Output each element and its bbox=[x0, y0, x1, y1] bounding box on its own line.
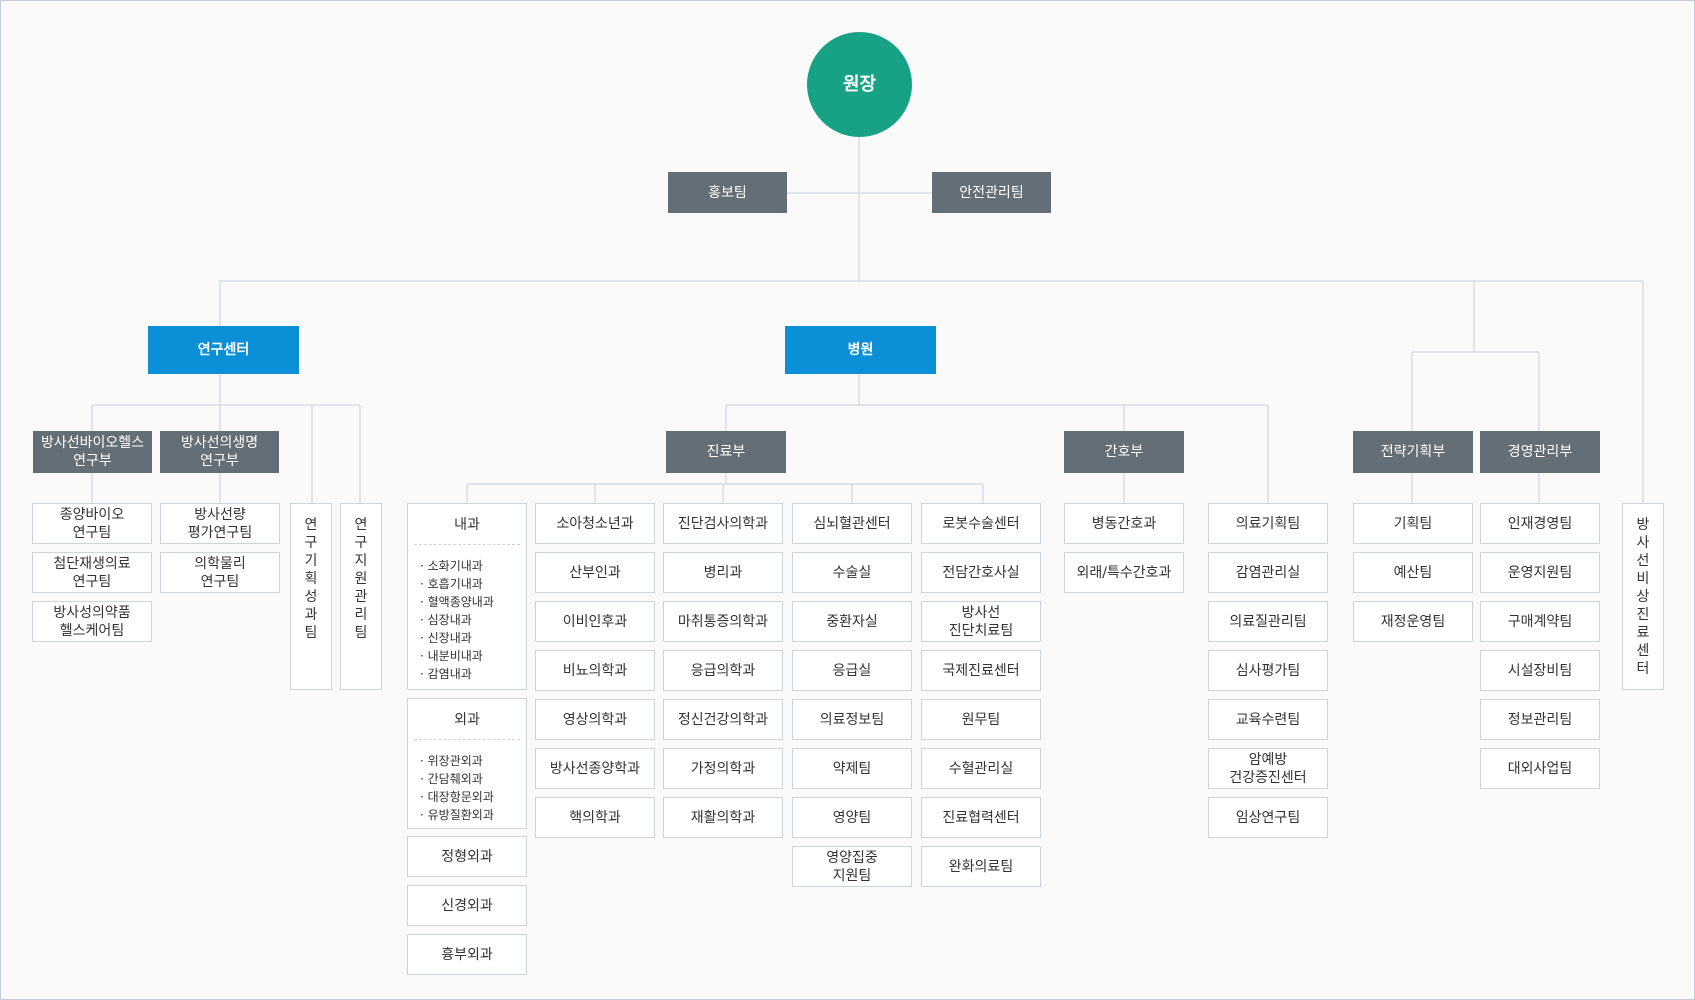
hospital-team: 의료질관리팀 bbox=[1208, 601, 1328, 642]
strategy-team: 재정운영팀 bbox=[1353, 601, 1473, 642]
staff-node-pr-team: 홍보팀 bbox=[668, 172, 787, 213]
hospital-team: 심사평가팀 bbox=[1208, 650, 1328, 691]
group-list-item: · 유방질환외과 bbox=[420, 808, 494, 822]
dept-medical-care: 진료부 bbox=[666, 431, 786, 473]
hospital-team: 의료기획팀 bbox=[1208, 503, 1328, 544]
group-list-item: · 심장내과 bbox=[420, 613, 472, 627]
group-list-item: · 감염내과 bbox=[420, 667, 472, 681]
dept-radiation-biomedical: 방사선의생명 연구부 bbox=[160, 431, 279, 473]
hospital-team: 교육수련팀 bbox=[1208, 699, 1328, 740]
group-list-item: · 간담췌외과 bbox=[420, 772, 483, 786]
group-list-item: · 내분비내과 bbox=[420, 649, 483, 663]
group-list-item: · 위장관외과 bbox=[420, 754, 483, 768]
research-team: 첨단재생의료 연구팀 bbox=[32, 552, 152, 593]
management-team: 구매계약팀 bbox=[1480, 601, 1600, 642]
clinic-dept: 병리과 bbox=[663, 552, 783, 593]
clinic-dept: 영양집중 지원팀 bbox=[792, 846, 912, 887]
management-team: 시설장비팀 bbox=[1480, 650, 1600, 691]
radiation-emergency-center: 방 사 선 비 상 진 료 센 터 bbox=[1622, 503, 1664, 690]
dept-nursing: 간호부 bbox=[1064, 431, 1184, 473]
clinic-dept: 원무팀 bbox=[921, 699, 1041, 740]
clinic-dept: 로봇수술센터 bbox=[921, 503, 1041, 544]
research-team: 의학물리 연구팀 bbox=[160, 552, 280, 593]
clinic-dept: 진단검사의학과 bbox=[663, 503, 783, 544]
internal-medicine-group: 내과 · 소화기내과 · 호흡기내과 · 혈액종양내과 · 심장내과 · 신장내과 · 내분… bbox=[407, 503, 527, 690]
research-planning-team: 연 구 기 획 성 과 팀 bbox=[290, 503, 332, 690]
clinic-dept: 방사선 진단치료팀 bbox=[921, 601, 1041, 642]
group-list-item: · 대장항문외과 bbox=[420, 790, 494, 804]
clinic-dept: 방사선종양학과 bbox=[535, 748, 655, 789]
clinic-dept: 영양팀 bbox=[792, 797, 912, 838]
group-list-item: · 혈액종양내과 bbox=[420, 595, 494, 609]
group-list-item: · 신장내과 bbox=[420, 631, 472, 645]
clinic-dept: 산부인과 bbox=[535, 552, 655, 593]
group-list-item: · 소화기내과 bbox=[420, 559, 483, 573]
clinic-dept: 의료정보팀 bbox=[792, 699, 912, 740]
clinic-dept: 영상의학과 bbox=[535, 699, 655, 740]
clinic-dept: 정형외과 bbox=[407, 836, 527, 877]
clinic-dept: 이비인후과 bbox=[535, 601, 655, 642]
clinic-dept: 약제팀 bbox=[792, 748, 912, 789]
management-team: 운영지원팀 bbox=[1480, 552, 1600, 593]
clinic-dept: 수혈관리실 bbox=[921, 748, 1041, 789]
clinic-dept: 핵의학과 bbox=[535, 797, 655, 838]
hospital-team: 감염관리실 bbox=[1208, 552, 1328, 593]
clinic-dept: 비뇨의학과 bbox=[535, 650, 655, 691]
clinic-dept: 신경외과 bbox=[407, 885, 527, 926]
surgery-group: 외과 · 위장관외과 · 간담췌외과 · 대장항문외과 · 유방질환외과 bbox=[407, 698, 527, 829]
nursing-team: 병동간호과 bbox=[1064, 503, 1184, 544]
clinic-dept: 국제진료센터 bbox=[921, 650, 1041, 691]
group-list: · 위장관외과 · 간담췌외과 · 대장항문외과 · 유방질환외과 bbox=[408, 740, 526, 824]
research-team: 방사선량 평가연구팀 bbox=[160, 503, 280, 544]
group-title: 외과 bbox=[414, 699, 520, 740]
clinic-dept: 응급실 bbox=[792, 650, 912, 691]
hospital-team: 암예방 건강증진센터 bbox=[1208, 748, 1328, 789]
division-research-center: 연구센터 bbox=[148, 326, 299, 374]
clinic-dept: 심뇌혈관센터 bbox=[792, 503, 912, 544]
group-list: · 소화기내과 · 호흡기내과 · 혈액종양내과 · 심장내과 · 신장내과 · 내분비내… bbox=[408, 545, 526, 683]
clinic-dept: 마취통증의학과 bbox=[663, 601, 783, 642]
clinic-dept: 재활의학과 bbox=[663, 797, 783, 838]
clinic-dept: 가정의학과 bbox=[663, 748, 783, 789]
dept-strategy-planning: 전략기획부 bbox=[1353, 431, 1473, 473]
strategy-team: 기획팀 bbox=[1353, 503, 1473, 544]
strategy-team: 예산팀 bbox=[1353, 552, 1473, 593]
research-team: 종양바이오 연구팀 bbox=[32, 503, 152, 544]
nursing-team: 외래/특수간호과 bbox=[1064, 552, 1184, 593]
research-support-team: 연 구 지 원 관 리 팀 bbox=[340, 503, 382, 690]
research-team: 방사성의약품 헬스케어팀 bbox=[32, 601, 152, 642]
division-hospital: 병원 bbox=[785, 326, 936, 374]
clinic-dept: 정신건강의학과 bbox=[663, 699, 783, 740]
clinic-dept: 응급의학과 bbox=[663, 650, 783, 691]
clinic-dept: 수술실 bbox=[792, 552, 912, 593]
dept-radiation-biohealth: 방사선바이오헬스 연구부 bbox=[33, 431, 152, 473]
management-team: 정보관리팀 bbox=[1480, 699, 1600, 740]
dept-management: 경영관리부 bbox=[1480, 431, 1600, 473]
clinic-dept: 중환자실 bbox=[792, 601, 912, 642]
hospital-team: 임상연구팀 bbox=[1208, 797, 1328, 838]
clinic-dept: 흉부외과 bbox=[407, 934, 527, 975]
group-title: 내과 bbox=[414, 504, 520, 545]
management-team: 대외사업팀 bbox=[1480, 748, 1600, 789]
clinic-dept: 소아청소년과 bbox=[535, 503, 655, 544]
root-node-director: 원장 bbox=[807, 32, 912, 137]
clinic-dept: 완화의료팀 bbox=[921, 846, 1041, 887]
group-list-item: · 호흡기내과 bbox=[420, 577, 483, 591]
clinic-dept: 진료협력센터 bbox=[921, 797, 1041, 838]
staff-node-safety-team: 안전관리팀 bbox=[932, 172, 1051, 213]
clinic-dept: 전담간호사실 bbox=[921, 552, 1041, 593]
management-team: 인재경영팀 bbox=[1480, 503, 1600, 544]
